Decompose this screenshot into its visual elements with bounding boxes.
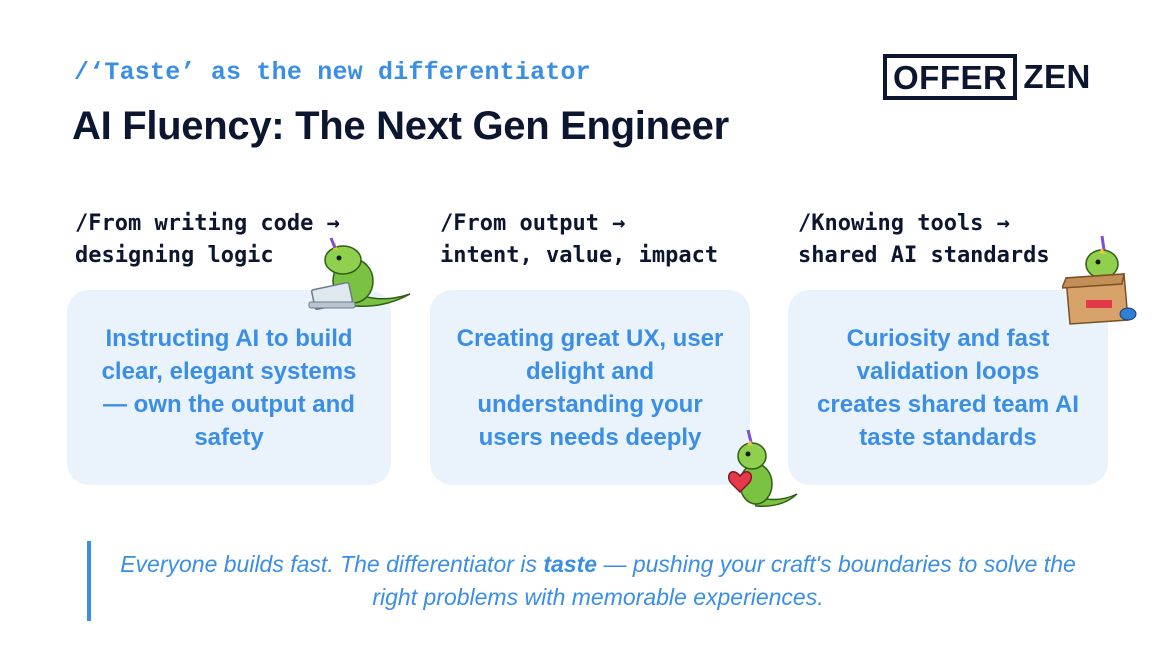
offerzen-logo: OFFER ZEN <box>883 54 1091 100</box>
column-heading-3: /Knowing tools → shared AI standards <box>798 208 1050 272</box>
dino-laptop-icon <box>308 237 411 311</box>
card-text: Curiosity and fast validation loops crea… <box>817 324 1079 451</box>
column-heading-line: /Knowing tools → <box>798 211 1010 236</box>
column-heading-line: shared AI standards <box>798 243 1050 268</box>
column-heading-line: designing logic <box>75 243 274 268</box>
dino-heart-icon <box>728 429 798 507</box>
column-heading-line: /From output → <box>440 211 626 236</box>
card-text: Creating great UX, user delight and unde… <box>456 324 724 451</box>
quote-text: — pushing your craft's boundaries to sol… <box>372 551 1076 610</box>
column-heading-line: /From writing code → <box>75 211 340 236</box>
closing-quote: Everyone builds fast. The differentiator… <box>112 548 1084 614</box>
quote-emphasis: taste <box>543 551 598 577</box>
card-1: Instructing AI to build clear, elegant s… <box>67 290 391 485</box>
logo-boxed-word: OFFER <box>883 54 1018 100</box>
section-kicker: /‘Taste’ as the new differentiator <box>74 58 591 87</box>
quote-text: Everyone builds fast. The differentiator… <box>120 551 544 577</box>
dino-box-icon <box>1062 235 1137 325</box>
column-heading-2: /From output → intent, value, impact <box>440 208 718 272</box>
card-text: Instructing AI to build clear, elegant s… <box>101 324 357 451</box>
card-3: Curiosity and fast validation loops crea… <box>788 290 1108 485</box>
logo-word: ZEN <box>1023 58 1091 95</box>
quote-accent-bar <box>87 541 91 621</box>
column-heading-line: intent, value, impact <box>440 243 719 268</box>
column-heading-1: /From writing code → designing logic <box>75 208 340 272</box>
card-2: Creating great UX, user delight and unde… <box>430 290 750 485</box>
page-title: AI Fluency: The Next Gen Engineer <box>72 104 729 148</box>
